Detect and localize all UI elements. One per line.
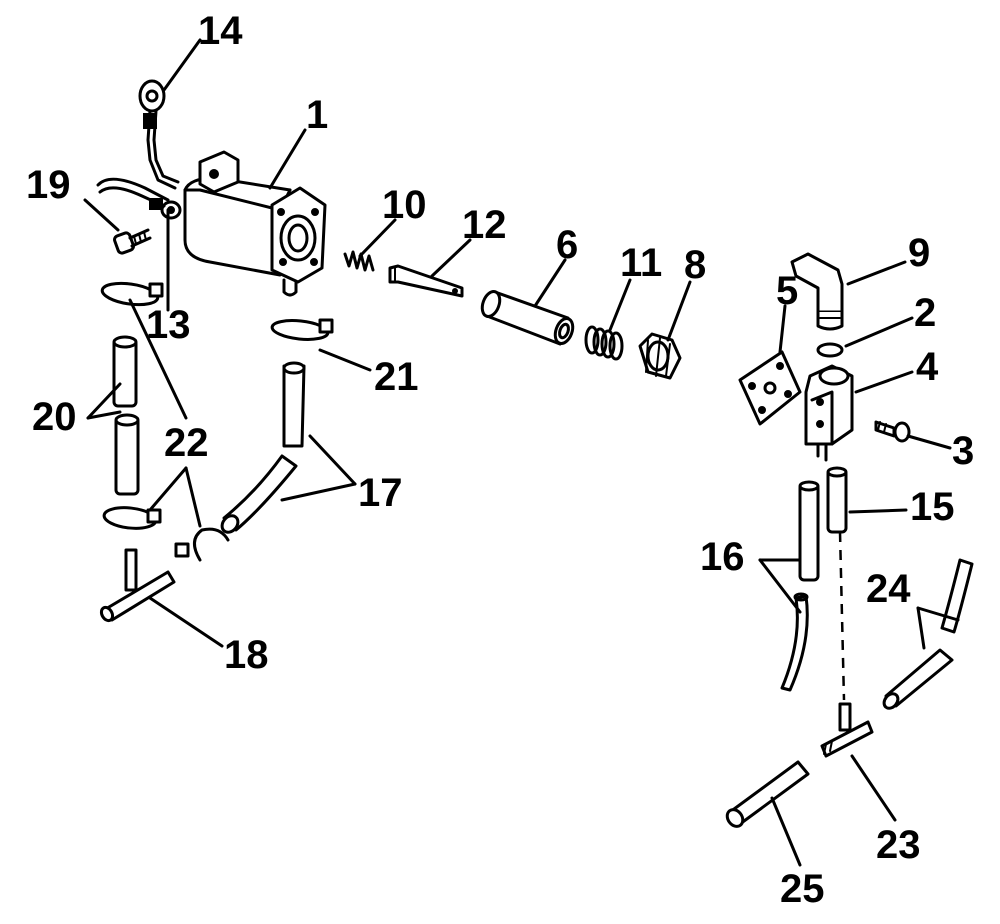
callout-6: 6: [556, 223, 578, 267]
callout-12: 12: [462, 203, 507, 247]
part-22-clamps: [100, 281, 230, 562]
part-16-hoses: [780, 480, 820, 692]
callout-16: 16: [700, 535, 745, 579]
part-21-clamp: [270, 318, 334, 341]
callout-13: 13: [146, 303, 191, 347]
callout-labels: 14 1 19 13 10 12 6 11 8 9 2 5 4 3 15 16 …: [26, 9, 974, 911]
part-25-hose: [725, 760, 810, 828]
callout-8: 8: [684, 243, 706, 287]
part-20-hoses: [112, 335, 140, 496]
callout-14: 14: [198, 9, 243, 53]
part-1-solenoid: [183, 150, 327, 297]
callout-19: 19: [26, 163, 71, 207]
callout-10: 10: [382, 183, 427, 227]
assembly-line: [838, 531, 846, 701]
part-2-o-ring: [816, 342, 844, 358]
part-18-tee-fitting: [99, 548, 176, 623]
part-4-valve-body: [804, 364, 854, 462]
part-13-lead-wire: [96, 177, 182, 220]
part-6-sleeve: [480, 289, 575, 346]
part-14-ring-terminal-lead: [138, 79, 180, 190]
part-11-spring: [584, 325, 624, 361]
callout-25: 25: [780, 867, 825, 911]
callout-2: 2: [914, 291, 936, 335]
part-17-hoses: [220, 361, 306, 534]
callout-11: 11: [620, 241, 662, 285]
callout-23: 23: [876, 823, 921, 867]
callout-4: 4: [916, 345, 939, 389]
callout-15: 15: [910, 485, 955, 529]
callout-3: 3: [952, 429, 974, 473]
part-15-short-hose: [826, 466, 848, 534]
part-8-nut: [638, 332, 682, 380]
part-23-tee-fitting: [820, 702, 874, 758]
part-9-elbow-fitting: [790, 252, 844, 331]
callout-18: 18: [224, 633, 269, 677]
callout-5: 5: [776, 269, 798, 313]
callout-21: 21: [374, 355, 419, 399]
part-24-hoses: [882, 558, 974, 710]
part-12-plunger-pin: [388, 264, 464, 298]
callout-24: 24: [866, 567, 911, 611]
callout-17: 17: [358, 471, 403, 515]
leader-lines: [83, 38, 960, 867]
part-5-gasket: [738, 350, 802, 426]
part-3-screw: [874, 420, 911, 443]
callout-9: 9: [908, 231, 930, 275]
callout-1: 1: [306, 93, 328, 137]
part-10-spring: [343, 250, 375, 272]
callout-22: 22: [164, 421, 209, 465]
part-19-screw: [113, 228, 152, 255]
callout-20: 20: [32, 395, 77, 439]
